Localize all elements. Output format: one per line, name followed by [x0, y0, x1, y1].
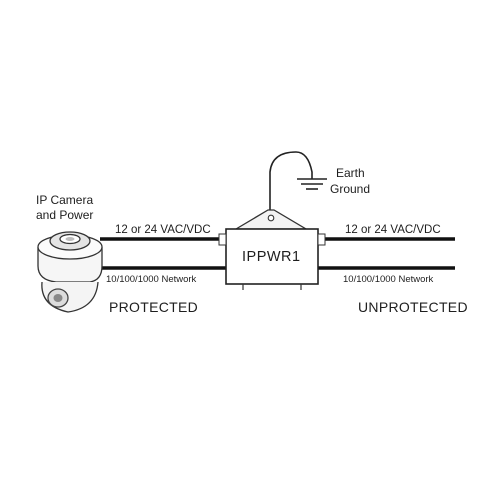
left-power-label: 12 or 24 VAC/VDC [115, 224, 211, 236]
right-network-label: 10/100/1000 Network [343, 274, 434, 285]
ground-wire [269, 151, 313, 214]
left-network-label: 10/100/1000 Network [106, 274, 197, 285]
earth-label-line2: Ground [330, 182, 371, 196]
earth-label-line1: Earth [336, 166, 365, 180]
device-name-label: IPPWR1 [242, 249, 301, 265]
right-power-label: 12 or 24 VAC/VDC [345, 224, 441, 236]
device-left-connector [218, 233, 227, 246]
camera-label-line2: and Power [36, 208, 94, 222]
device-right-connector [317, 233, 326, 246]
earth-ground-symbol [297, 178, 327, 190]
ip-camera-illustration [37, 231, 103, 313]
unprotected-zone-label: UNPROTECTED [358, 299, 468, 315]
camera-label-line1: IP Camera [36, 193, 94, 207]
device-body [225, 228, 319, 285]
ippwr1-device [218, 209, 326, 290]
device-mounting-hole [267, 214, 275, 222]
protected-zone-label: PROTECTED [109, 299, 199, 315]
